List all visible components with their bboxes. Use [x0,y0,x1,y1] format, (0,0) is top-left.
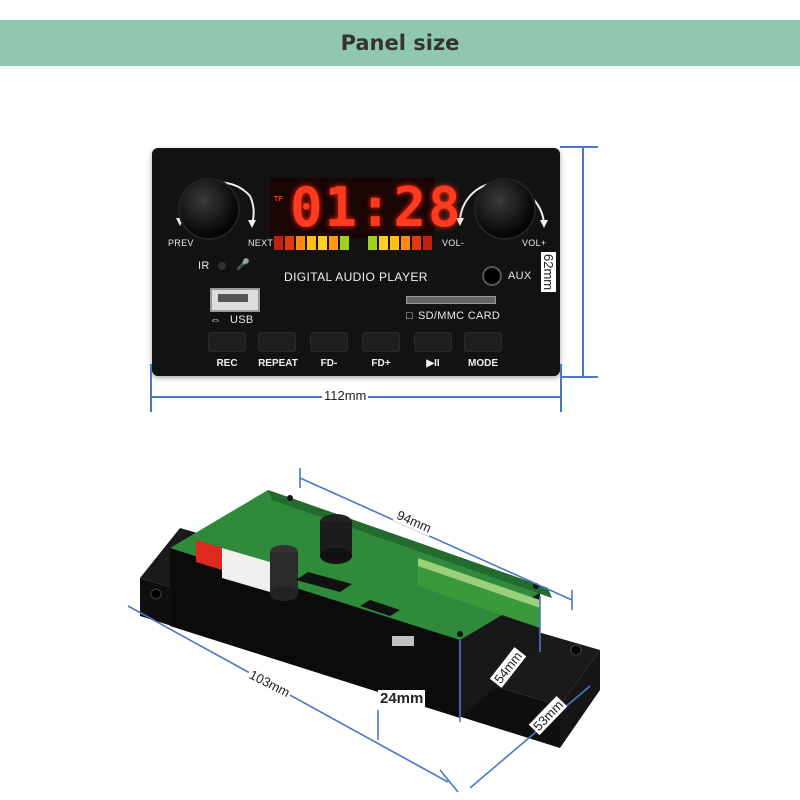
tf-indicator: TF [274,196,283,203]
vol-down-label: VOL- [442,238,465,248]
usb-icon: ⇔ [210,314,222,326]
arrow-head-icon [248,220,256,228]
prev-next-knob[interactable] [178,178,240,240]
level-meter-left [274,236,349,250]
next-label: NEXT [248,238,274,248]
fd-minus-button[interactable] [310,332,348,352]
level-meter-right [368,236,432,250]
ir-sensor [218,262,226,270]
fd-plus-label: FD+ [371,358,391,369]
fd-minus-label: FD- [320,358,338,369]
panel-height-line [582,146,584,378]
mode-button[interactable] [464,332,502,352]
panel-height-tick-top [560,146,598,148]
usb-label: USB [230,314,254,326]
sd-card-slot[interactable] [406,296,496,304]
vol-up-label: VOL+ [522,238,547,248]
front-panel: PREV NEXT VOL- VOL+ TF 01:28 IR 🎤 DIGITA… [152,148,560,376]
play-pause-button[interactable] [414,332,452,352]
volume-knob[interactable] [474,178,536,240]
panel-title: DIGITAL AUDIO PLAYER [284,270,428,284]
case-side [170,548,460,718]
sd-card-icon: □ [406,310,413,322]
panel-width-tick-left [150,364,152,412]
repeat-button[interactable] [258,332,296,352]
aux-jack[interactable] [482,266,502,286]
thickness-label: 24mm [378,690,426,707]
rec-label: REC [216,358,238,369]
rec-button[interactable] [208,332,246,352]
sd-label: SD/MMC CARD [418,310,501,322]
play-pause-label: ▶II [426,358,440,369]
panel-width-tick-right [560,364,562,412]
mode-label: MODE [468,358,498,369]
pcb-board [170,490,548,640]
banner-title: Panel size [340,31,460,55]
usb-port[interactable] [210,288,260,312]
header-banner: Panel size [0,20,800,66]
aux-label: AUX [508,270,532,282]
repeat-label: REPEAT [258,358,298,369]
fd-plus-button[interactable] [362,332,400,352]
display-time: 01:28 [290,176,463,239]
panel-height-tick-bottom [560,376,598,378]
microphone-icon: 🎤 [236,259,250,271]
panel-width-label: 112mm [322,388,369,403]
ir-label: IR [198,260,210,272]
prev-label: PREV [168,238,194,248]
led-display: TF 01:28 [270,178,461,238]
